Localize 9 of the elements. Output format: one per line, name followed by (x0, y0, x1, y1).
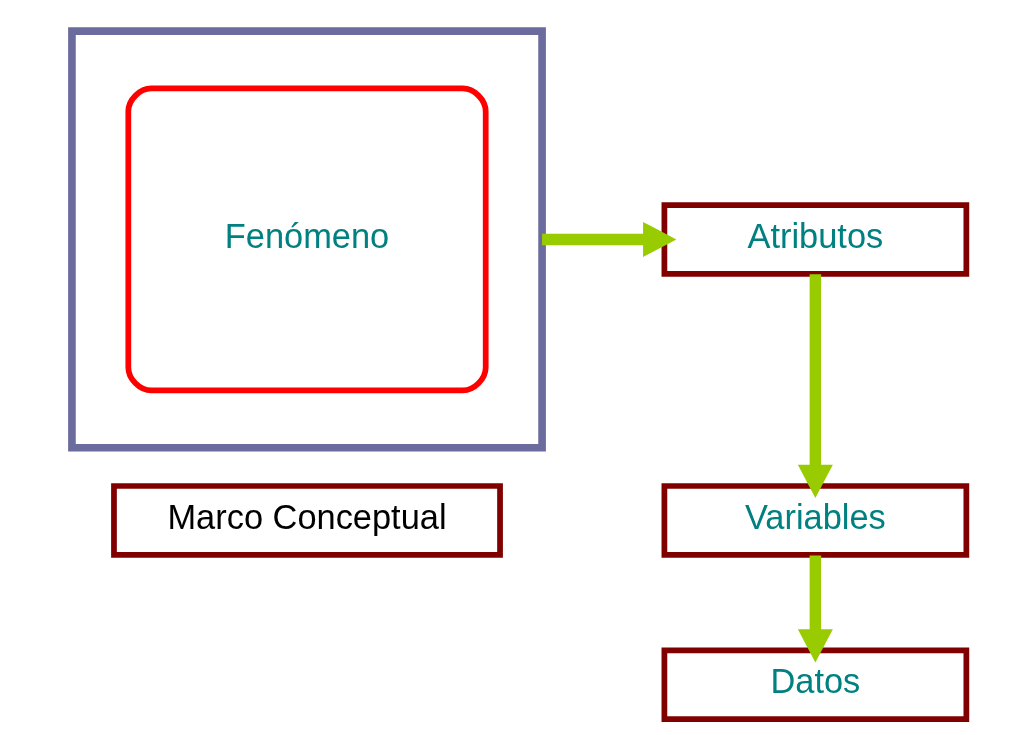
cluster (67, 27, 546, 452)
node-box: Datos (661, 647, 969, 722)
arrow (797, 555, 833, 663)
arrow (797, 274, 833, 498)
node-box: Marco Conceptual (110, 483, 503, 558)
node-box: Fenómeno (124, 85, 489, 394)
node-box: Atributos (661, 202, 969, 277)
node-box: Variables (661, 483, 969, 558)
arrow (541, 221, 676, 257)
